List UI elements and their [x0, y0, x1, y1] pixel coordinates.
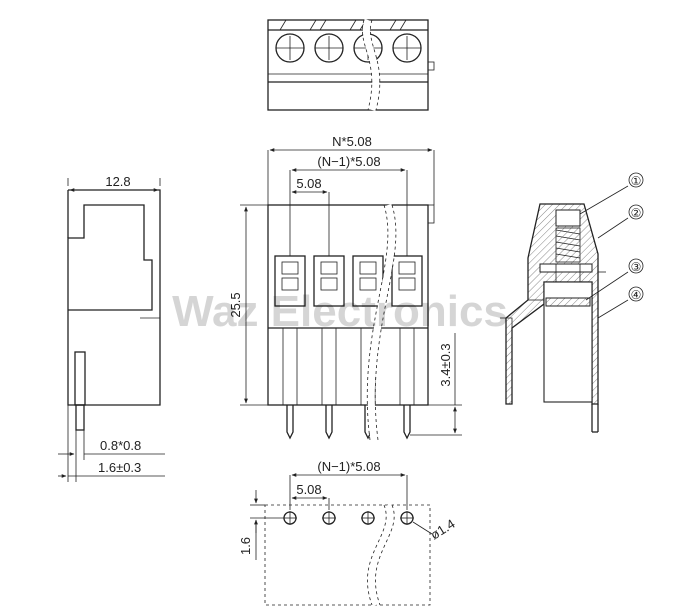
- dim-pitch-top: 5.08: [296, 176, 321, 191]
- dim-pin-section: 0.8*0.8: [100, 438, 141, 453]
- callout-1: ①: [631, 174, 642, 188]
- dim-pin-length: 3.4±0.3: [438, 343, 453, 386]
- dim-hole-diameter: ø1.4: [428, 516, 458, 543]
- dim-n-minus-pitch-bottom: (N−1)*5.08: [317, 459, 380, 474]
- dim-row-offset: 1.6: [238, 537, 253, 555]
- dim-n-minus-pitch-top: (N−1)*5.08: [317, 154, 380, 169]
- top-view: [267, 18, 435, 111]
- watermark: Waz Electronics: [172, 287, 508, 336]
- screw-heads: [275, 33, 422, 63]
- cross-section: [500, 203, 606, 433]
- callout-2: ②: [631, 206, 642, 220]
- dim-pitch-bottom: 5.08: [296, 482, 321, 497]
- dim-side-width: 12.8: [105, 174, 130, 189]
- pcb-layout: [250, 473, 433, 607]
- callouts: [579, 172, 644, 319]
- pins: [286, 405, 411, 440]
- pin-slots: [282, 327, 415, 406]
- dim-height: 25.5: [228, 292, 243, 317]
- dim-pin-offset: 1.6±0.3: [98, 460, 141, 475]
- dim-n-pitch: N*5.08: [332, 134, 372, 149]
- callout-3: ③: [631, 260, 642, 274]
- front-view: [267, 203, 435, 441]
- callout-4: ④: [631, 288, 642, 302]
- side-view: [58, 178, 165, 482]
- front-dimensions: [240, 148, 462, 436]
